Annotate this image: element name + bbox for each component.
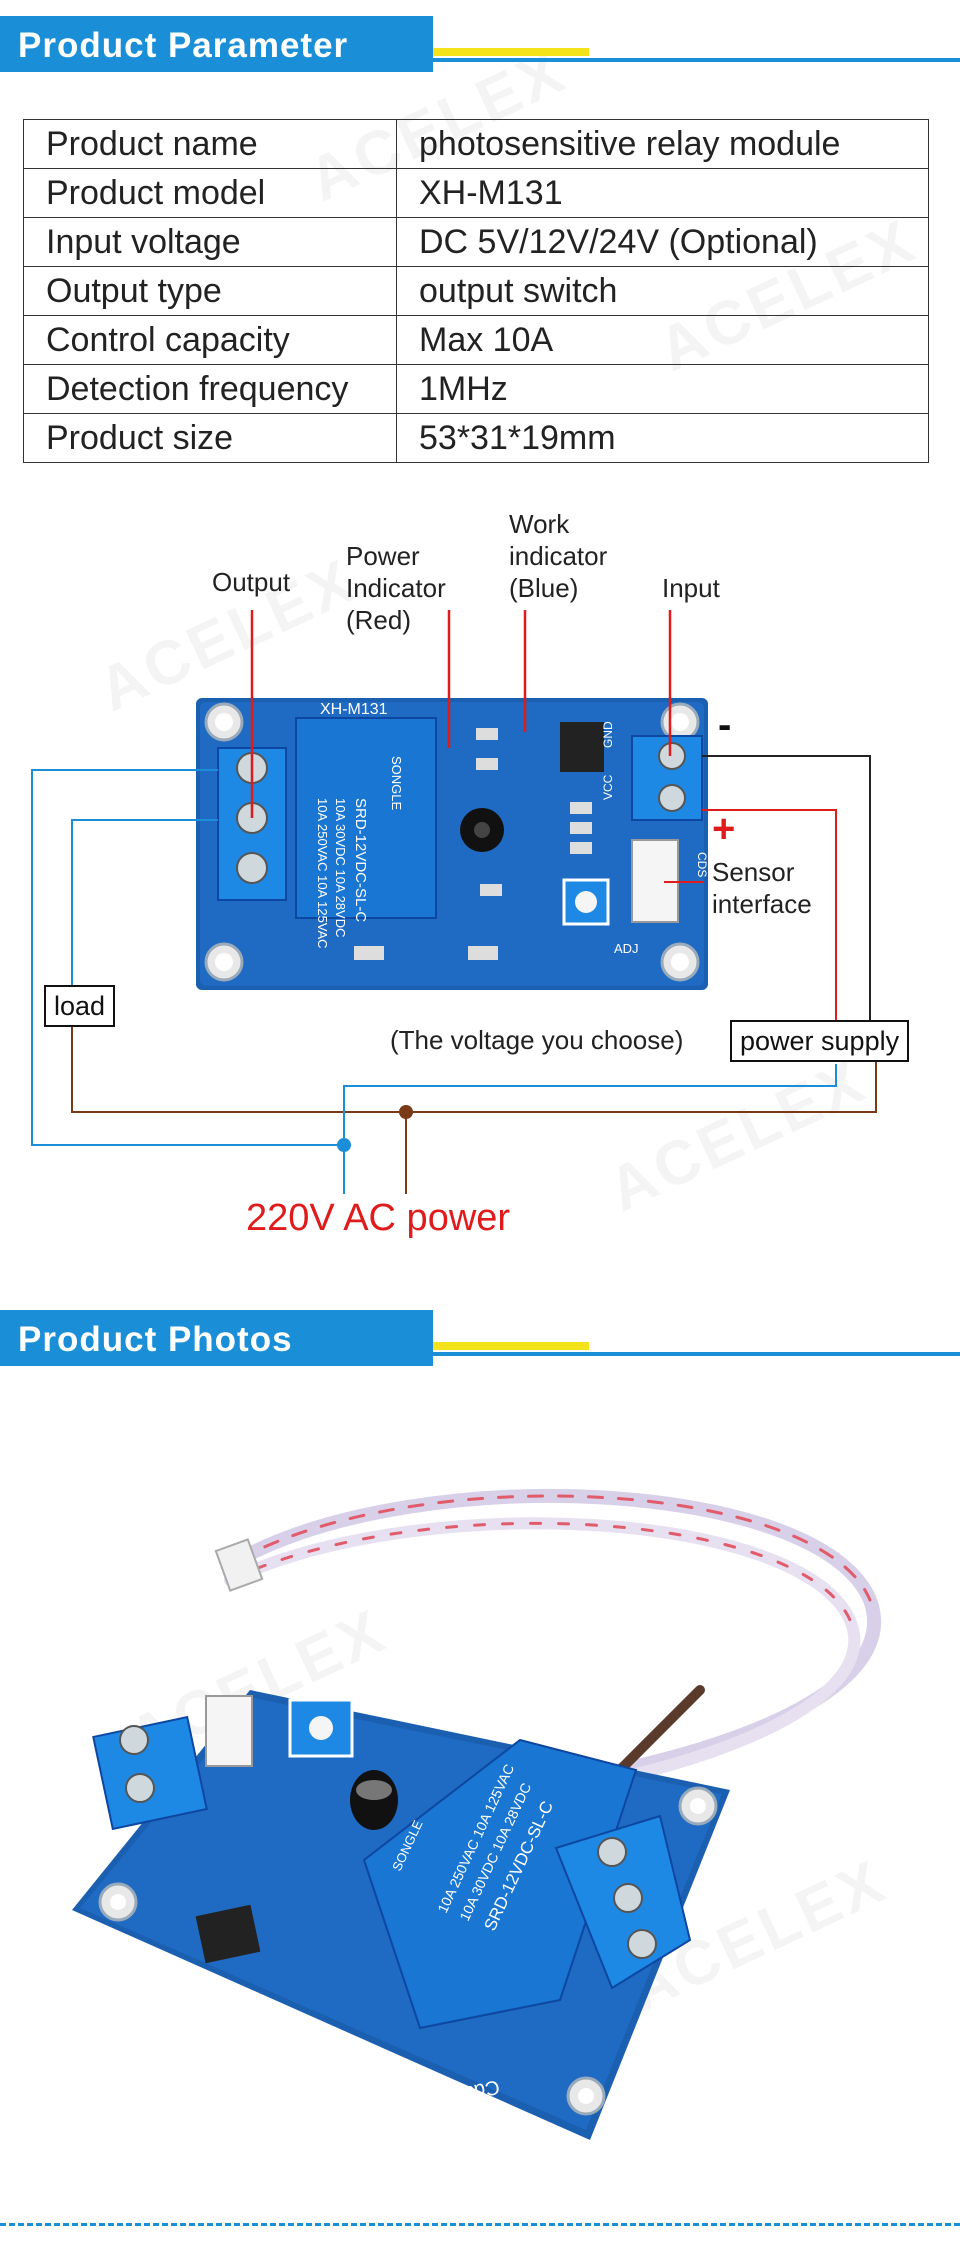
param-key: Output type [23, 266, 397, 316]
param-key: Detection frequency [23, 364, 397, 414]
svg-text:CDS: CDS [695, 852, 709, 877]
product-photo: 10A 250VAC 10A 125VAC 10A 30VDC 10A 28VD… [0, 1440, 960, 2200]
ac-junction [399, 1105, 413, 1119]
chip [560, 722, 604, 772]
smd-led [476, 758, 498, 770]
param-value: 53*31*19mm [396, 413, 929, 463]
chip [195, 1904, 261, 1964]
svg-text:VCC: VCC [601, 774, 615, 800]
param-key: Control capacity [23, 315, 397, 365]
svg-text:GND: GND [601, 721, 615, 748]
label-output: Output [212, 567, 291, 597]
section-title: Product Photos [18, 1320, 293, 1359]
svg-text:SRD-12VDC-SL-C: SRD-12VDC-SL-C [352, 798, 369, 922]
param-value: 1MHz [396, 364, 929, 414]
ac-junction [337, 1138, 351, 1152]
cable-connector [214, 1538, 264, 1592]
load-box: load [44, 985, 116, 1027]
param-value: XH-M131 [396, 168, 929, 218]
param-key: Input voltage [23, 217, 397, 267]
svg-text:ADJ: ADJ [614, 941, 639, 956]
svg-text:-: - [718, 703, 731, 747]
param-key: Product model [23, 168, 397, 218]
label-sensor-interface: Sensor interface [712, 857, 812, 919]
param-value: photosensitive relay module [396, 119, 929, 169]
param-value: DC 5V/12V/24V (Optional) [396, 217, 929, 267]
param-value: Max 10A [396, 315, 929, 365]
svg-text:+: + [712, 807, 735, 851]
svg-text:XH-M131: XH-M131 [320, 701, 388, 718]
label-work-indicator: Work indicator (Blue) [509, 509, 608, 603]
sensor-cable [224, 1488, 882, 1786]
relay-board-photo: 10A 250VAC 10A 125VAC 10A 30VDC 10A 28VD… [72, 1690, 730, 2144]
power-supply-box: power supply [730, 1020, 910, 1062]
svg-text:10A 250VAC 10A 125VAC: 10A 250VAC 10A 125VAC [315, 798, 330, 949]
label-input: Input [662, 573, 720, 603]
wiring-diagram: 10A 250VAC 10A 125VAC 10A 30VDC 10A 28VD… [0, 500, 960, 1280]
param-key: Product name [23, 119, 397, 169]
input-terminal [92, 1715, 208, 1831]
ac-power-label: 220V AC power [246, 1197, 511, 1239]
section-header-photos: Product Photos [0, 1310, 960, 1366]
param-value: output switch [396, 266, 929, 316]
section-title: Product Parameter [18, 26, 349, 65]
svg-text:XH-M131: XH-M131 [304, 2096, 409, 2143]
param-key: Product size [23, 413, 397, 463]
label-power-indicator: Power Indicator (Red) [346, 541, 446, 635]
voltage-note: (The voltage you choose) [390, 1025, 684, 1055]
svg-text:10A 30VDC 10A 28VDC: 10A 30VDC 10A 28VDC [333, 798, 348, 937]
section-header-parameter: Product Parameter [0, 16, 960, 72]
relay-board: 10A 250VAC 10A 125VAC 10A 30VDC 10A 28VD… [196, 698, 709, 990]
svg-text:SONGLE: SONGLE [389, 756, 404, 811]
svg-text:Cds Control: Cds Control [394, 2075, 502, 2118]
relay [295, 717, 437, 919]
smd-led [476, 728, 498, 740]
footer-divider [0, 2223, 960, 2226]
